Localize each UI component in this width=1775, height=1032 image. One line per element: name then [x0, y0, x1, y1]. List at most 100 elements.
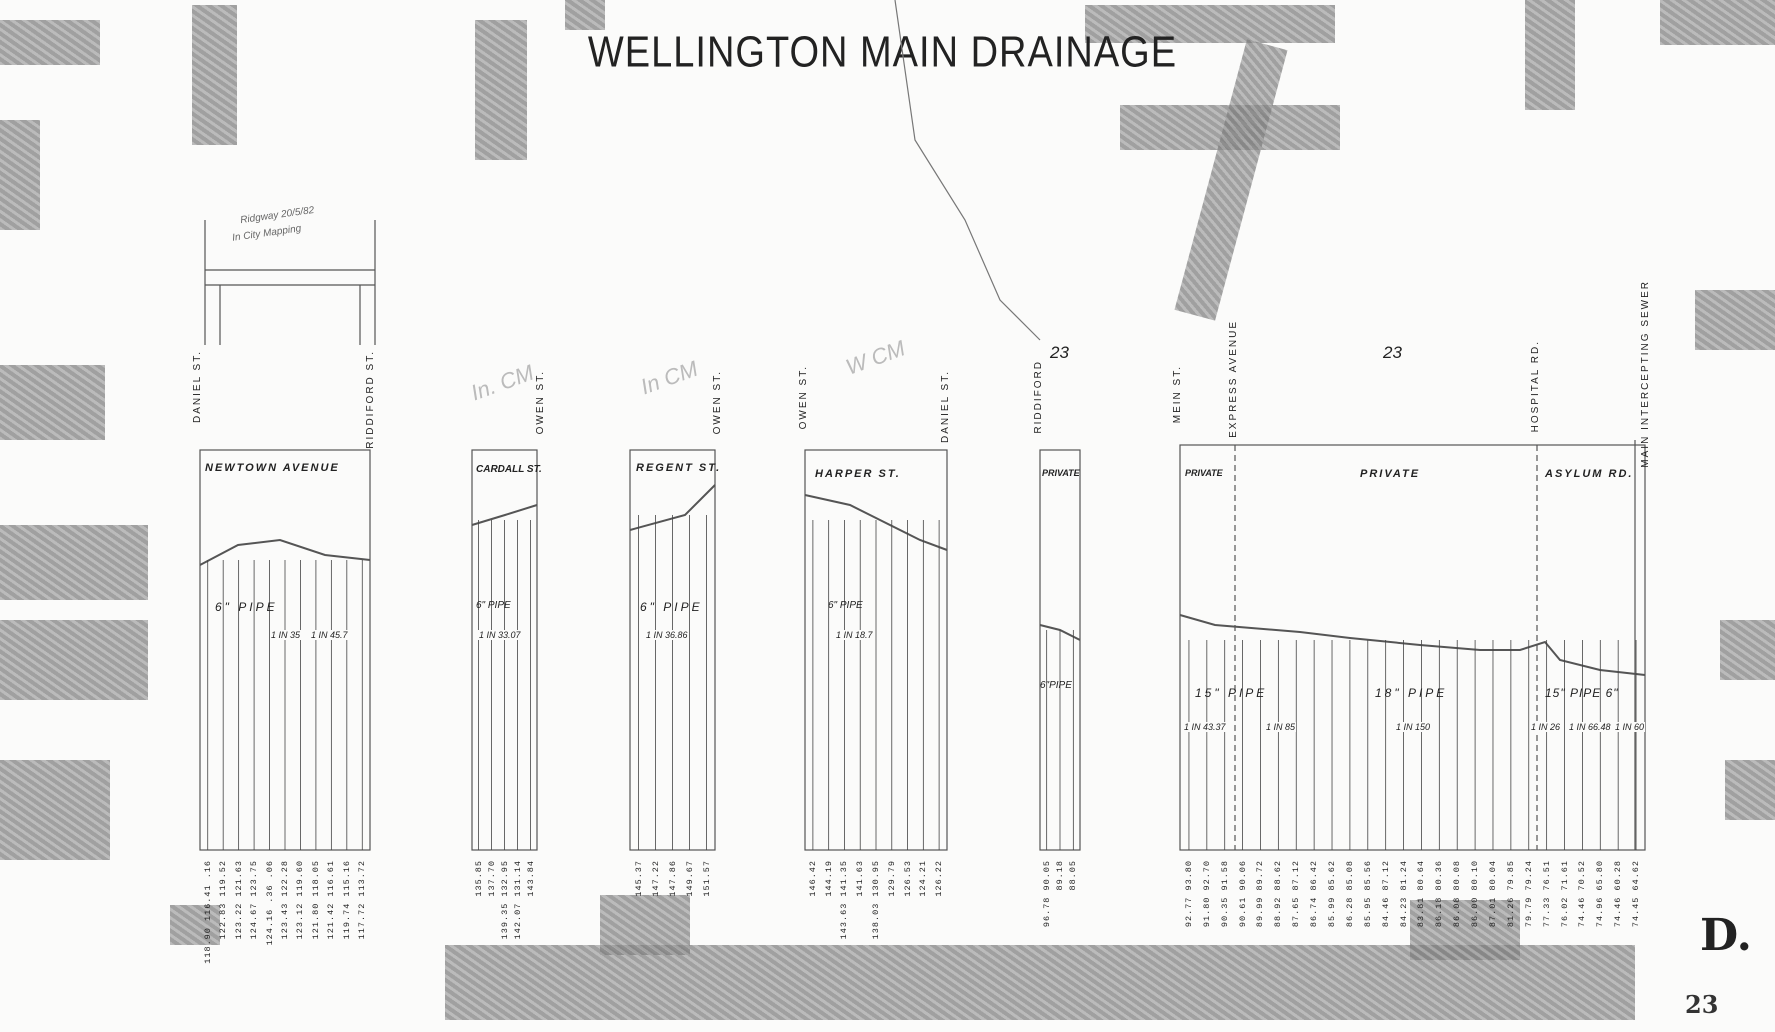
grade-label: 1 IN 85	[1265, 722, 1297, 732]
level-reading: 121.42 116.61	[326, 860, 337, 940]
level-reading: 88.05	[1068, 860, 1079, 891]
level-reading: 90.61 90.06	[1237, 860, 1248, 928]
level-reading: 89.99 89.72	[1255, 860, 1266, 928]
tape-patch	[0, 525, 148, 600]
pipe-label: 15" PIPE 6"	[1545, 686, 1619, 700]
pipe-label: 6" PIPE	[215, 600, 278, 614]
end-label: OWEN ST.	[535, 370, 546, 435]
street-name: PRIVATE	[1360, 468, 1421, 480]
tape-patch	[0, 620, 148, 700]
tape-patch	[1085, 5, 1335, 43]
tape-patch	[1660, 0, 1775, 45]
level-reading: 79.79 79.24	[1523, 860, 1534, 928]
level-reading: 124.16 .36 .06	[264, 860, 275, 946]
level-reading: 118.90 116.41 .16	[202, 860, 213, 964]
tape-patch	[0, 120, 40, 230]
level-reading: 122.83 119.52	[218, 860, 229, 940]
level-reading: 76.02 71.61	[1559, 860, 1570, 928]
tape-patch	[1695, 290, 1775, 350]
grade-label: 1 IN 66.48	[1568, 722, 1612, 732]
level-reading: 123.12 119.60	[295, 860, 306, 940]
level-reading: 96.78 90.05	[1041, 860, 1052, 928]
tape-patch	[600, 895, 690, 955]
pipe-label: 6" PIPE	[640, 600, 703, 614]
end-label: MEIN ST.	[1172, 365, 1183, 424]
level-reading: 123.22 121.63	[233, 860, 244, 940]
level-reading: 138.03 130.95	[871, 860, 881, 940]
end-label: EXPRESS AVENUE	[1228, 320, 1239, 438]
level-reading: 126.22	[934, 860, 945, 897]
street-name: REGENT ST.	[636, 462, 722, 474]
tape-patch	[0, 20, 100, 65]
level-reading: 117.72 113.72	[357, 860, 368, 940]
grade-label: 1 IN 35	[270, 630, 302, 640]
level-reading: 123.43 122.28	[280, 860, 290, 940]
level-reading: 87.65 87.12	[1291, 860, 1302, 928]
pipe-label: 18" PIPE	[1375, 686, 1448, 700]
level-reading: 83.81 80.64	[1416, 860, 1427, 928]
tape-patch	[565, 0, 605, 30]
end-label: DANIEL ST.	[940, 370, 951, 443]
drawing-title: WELLINGTON MAIN DRAINAGE	[587, 28, 1178, 78]
level-reading: 86.08 80.08	[1452, 860, 1463, 928]
level-reading: 143.63 141.35	[839, 860, 850, 940]
grade-label: 1 IN 45.7	[310, 630, 349, 640]
street-name: ASYLUM RD.	[1545, 468, 1634, 480]
grade-label: 1 IN 43.37	[1183, 722, 1227, 732]
level-reading: 85.99 85.62	[1327, 860, 1338, 928]
end-label: OWEN ST.	[712, 370, 723, 435]
level-reading: 149.67	[684, 860, 695, 897]
level-reading: 145.37	[633, 860, 644, 897]
level-reading: 86.74 86.42	[1309, 860, 1320, 928]
tape-patch	[1410, 900, 1520, 960]
end-label: MAIN INTERCEPTING SEWER	[1640, 280, 1651, 468]
level-reading: 129.79	[886, 860, 897, 897]
grade-label: 1 IN 36.86	[645, 630, 689, 640]
level-reading: 147.86	[667, 860, 678, 897]
level-reading: 143.84	[525, 860, 536, 897]
level-reading: 85.95 85.56	[1362, 860, 1373, 928]
level-reading: 84.23 81.24	[1398, 860, 1409, 928]
level-reading: 147.22	[650, 860, 661, 897]
level-reading: 88.92 88.62	[1273, 860, 1284, 928]
grade-label: 1 IN 18.7	[835, 630, 874, 640]
tape-patch	[475, 20, 527, 160]
pipe-label: 6" PIPE	[476, 600, 511, 611]
drawing-number: 23	[1685, 990, 1719, 1019]
tape-patch	[0, 760, 110, 860]
level-reading: 92.77 93.80	[1183, 860, 1194, 928]
level-reading: 151.57	[701, 860, 712, 897]
level-reading: 74.46 60.28	[1613, 860, 1624, 928]
sheet-number: 23	[1050, 343, 1069, 362]
level-reading: 142.07 131.14	[512, 860, 523, 940]
level-reading: 90.35 91.58	[1219, 860, 1230, 928]
level-reading: 87.01 80.04	[1487, 860, 1498, 928]
street-name: PRIVATE	[1042, 468, 1080, 478]
tape-patch	[1720, 620, 1775, 680]
street-name: PRIVATE	[1185, 468, 1223, 478]
level-reading: 86.18 80.36	[1434, 860, 1445, 928]
level-reading: 144.19	[823, 860, 834, 897]
tape-patch	[1725, 760, 1775, 820]
level-reading: 86.28 85.08	[1344, 860, 1355, 928]
level-reading: 119.74 115.16	[341, 860, 352, 940]
end-label: RIDDIFORD	[1033, 360, 1044, 434]
level-reading: 146.42	[807, 860, 818, 897]
end-label: DANIEL ST.	[192, 350, 203, 423]
grade-label: 1 IN 26	[1530, 722, 1562, 732]
level-reading: 124.67 123.75	[249, 860, 260, 940]
level-reading: 91.80 92.70	[1201, 860, 1212, 928]
end-label: OWEN ST.	[798, 365, 809, 430]
level-reading: 124.21	[918, 860, 929, 897]
tape-patch	[1525, 0, 1575, 110]
street-name: HARPER ST.	[815, 468, 901, 480]
end-label: HOSPITAL RD.	[1530, 340, 1541, 433]
grade-label: 1 IN 60	[1614, 722, 1646, 732]
level-reading: 139.35 132.95	[499, 860, 510, 940]
sheet-number: 23	[1383, 343, 1402, 362]
level-reading: 141.63	[855, 860, 866, 897]
tape-patch	[170, 905, 220, 945]
level-reading: 81.26 79.85	[1505, 860, 1516, 928]
